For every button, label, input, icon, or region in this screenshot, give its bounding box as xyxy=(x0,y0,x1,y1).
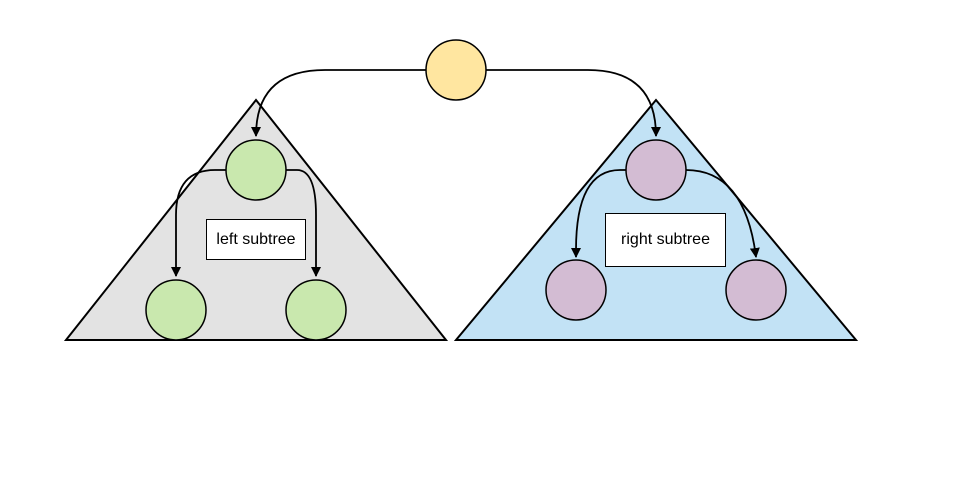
root-node xyxy=(425,39,487,101)
left-child-node xyxy=(225,139,287,201)
left-grandchild-left-node xyxy=(145,279,207,341)
right-grandchild-right-node xyxy=(725,259,787,321)
edge-root-to-left-child xyxy=(251,69,426,137)
right-grandchild-left-node xyxy=(545,259,607,321)
edge-left-child-to-right-grandchild xyxy=(286,169,321,277)
edge-right-child-to-right-grandchild xyxy=(685,169,760,258)
edge-left-child-to-left-grandchild xyxy=(171,169,226,277)
right-subtree-label: right subtree xyxy=(605,213,726,267)
right-child-node xyxy=(625,139,687,201)
left-subtree-label: left subtree xyxy=(206,219,306,260)
edge-right-child-to-left-grandchild xyxy=(571,169,626,258)
left-grandchild-right-node xyxy=(285,279,347,341)
edge-root-to-right-child xyxy=(486,69,661,137)
